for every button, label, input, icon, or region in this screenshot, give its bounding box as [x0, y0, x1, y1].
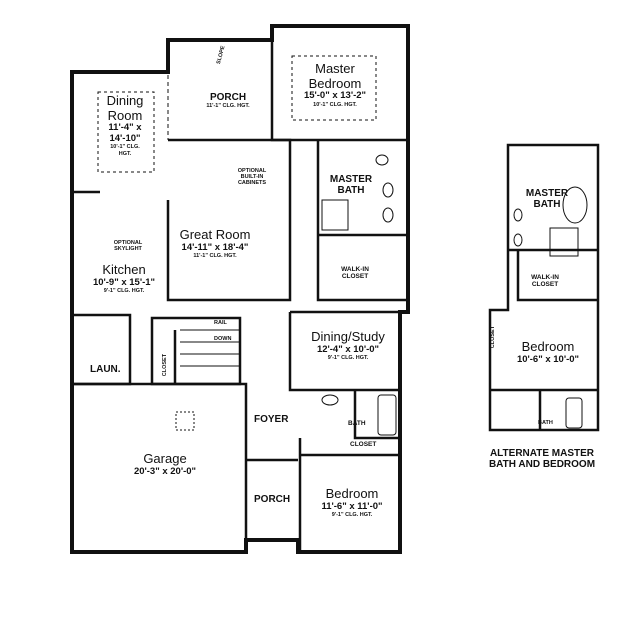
alt-closet-label: CLOSET [490, 325, 497, 349]
bedroom-dim: 11'-6" x 11'-0" [321, 500, 383, 512]
master-sink-1 [382, 182, 394, 198]
master-name-1: Master [315, 61, 355, 76]
kitchen-clg: 9'-1" CLG. HGT. [103, 288, 145, 295]
alt-bedroom-label: Bedroom 10'-6" x 10'-0" [508, 339, 588, 365]
dining-study-wall [288, 310, 408, 392]
porch-top-clg: 11'-1" CLG. HGT. [206, 103, 250, 110]
bath-label: BATH [348, 420, 366, 427]
porch-top-name: PORCH [209, 92, 247, 103]
great-room-dim: 14'-11" x 18'-4" [181, 241, 249, 253]
alt-bath-label: BATH [538, 420, 553, 426]
master-bedroom-label: Master Bedroom 15'-0" x 13'-2" 10'-1" CL… [294, 61, 376, 108]
closet-vertical-label: CLOSET [162, 353, 169, 377]
dining-clg-2: HGT. [118, 150, 132, 157]
stair-treads [180, 329, 240, 367]
garage-name: Garage [143, 451, 187, 466]
porch-dash [167, 39, 272, 140]
kitchen-label: Kitchen 10'-9" x 15'-1" 9'-1" CLG. HGT. [88, 262, 160, 295]
alt-bedroom-name: Bedroom [521, 339, 575, 354]
porch-bottom-label: PORCH [254, 494, 291, 505]
alt-sink-1 [513, 208, 523, 222]
laundry-label: LAUN. [90, 364, 121, 375]
alt-sink-2 [513, 233, 523, 247]
bedroom-label: Bedroom 11'-6" x 11'-0" 9'-1" CLG. HGT. [312, 486, 392, 519]
alternate-caption-1: ALTERNATE MASTER [489, 448, 595, 459]
built-in-2: BUILT-IN [240, 174, 264, 181]
walkin-closet-label: WALK-IN CLOSET [330, 266, 380, 281]
dining-name-1: Dining [106, 93, 144, 108]
alt-walkin-2: CLOSET [531, 281, 559, 289]
master-dash [291, 55, 377, 121]
master-bath-wall [316, 140, 408, 302]
built-in-1: OPTIONAL [237, 168, 267, 174]
kitchen-dim: 10'-9" x 15'-1" [92, 276, 156, 288]
alt-tub [562, 186, 588, 224]
master-clg: 10'-1" CLG. HGT. [313, 101, 357, 108]
skylight-2: SKYLIGHT [114, 246, 142, 253]
alternate-caption-2: BATH AND BEDROOM [488, 459, 596, 471]
alt-master-bath-2: BATH [533, 199, 561, 211]
alt-outline [488, 143, 600, 432]
garage-label: Garage 20'-3" x 20'-0" [110, 451, 220, 477]
master-name-2: Bedroom [308, 75, 362, 91]
foyer-label: FOYER [254, 414, 289, 425]
walkin-name-1: WALK-IN [341, 266, 369, 273]
alt-master-bath-label: MASTER BATH [522, 188, 572, 210]
bath-wall [300, 388, 400, 440]
master-bath-name-2: BATH [337, 185, 365, 197]
bedroom-name: Bedroom [325, 486, 379, 501]
dining-clg-1: 10'-1" CLG. [110, 144, 140, 151]
skylight-label: OPTIONAL SKYLIGHT [108, 240, 148, 252]
alt-walkin-1: WALK-IN [531, 274, 559, 281]
dining-name-2: Room [107, 107, 143, 123]
skylight-1: OPTIONAL [113, 240, 143, 246]
master-sink-2 [382, 207, 394, 223]
shower [321, 199, 349, 231]
alt-shower [549, 227, 579, 257]
kitchen-name: Kitchen [102, 262, 146, 277]
bedroom-wall [298, 438, 400, 552]
bath-sink [321, 394, 339, 406]
alt-bedroom-wall [490, 388, 598, 430]
alt-bath-tub [565, 397, 583, 429]
dining-study-dim: 12'-4" x 10'-0" [316, 343, 380, 355]
dining-study-name: Dining/Study [311, 329, 385, 344]
great-room-label: Great Room 14'-11" x 18'-4" 11'-1" CLG. … [170, 227, 260, 260]
master-dim: 15'-0" x 13'-2" [303, 90, 367, 102]
built-in-label: OPTIONAL BUILT-IN CABINETS [232, 168, 272, 186]
dining-dim-1: 11'-4" x [108, 122, 142, 134]
master-bath-label: MASTER BATH [326, 174, 376, 196]
alt-master-bath-1: MASTER [525, 188, 569, 199]
great-room-clg: 11'-1" CLG. HGT. [193, 253, 237, 260]
dining-dash [97, 91, 155, 173]
dining-room-label: Dining Room 11'-4" x 14'-10" 10'-1" CLG.… [100, 93, 150, 157]
master-toilet [375, 154, 389, 166]
dining-study-label: Dining/Study 12'-4" x 10'-0" 9'-1" CLG. … [300, 329, 396, 362]
walkin-name-2: CLOSET [341, 273, 369, 281]
alt-walkin-wall [516, 250, 598, 302]
built-in-3: CABINETS [237, 180, 267, 187]
dining-dim-2: 14'-10" [109, 132, 141, 144]
alternate-caption: ALTERNATE MASTER BATH AND BEDROOM [482, 448, 602, 470]
garage-dim: 20'-3" x 20'-0" [133, 465, 197, 477]
bedroom-clg: 9'-1" CLG. HGT. [331, 512, 373, 519]
garage-dash [175, 411, 195, 431]
rail-label: RAIL [214, 320, 227, 326]
master-bath-name-1: MASTER [329, 174, 373, 185]
porch-top-label: PORCH 11'-1" CLG. HGT. [188, 92, 268, 109]
closet-label: CLOSET [350, 441, 377, 448]
bath-tub [377, 394, 397, 436]
down-label: DOWN [214, 336, 232, 342]
garage-wall [72, 382, 248, 552]
alt-walkin-label: WALK-IN CLOSET [520, 274, 570, 289]
alt-bedroom-dim: 10'-6" x 10'-0" [516, 353, 580, 365]
dining-study-clg: 9'-1" CLG. HGT. [327, 355, 369, 362]
great-room-name: Great Room [179, 227, 251, 242]
great-room-wall [166, 138, 292, 302]
